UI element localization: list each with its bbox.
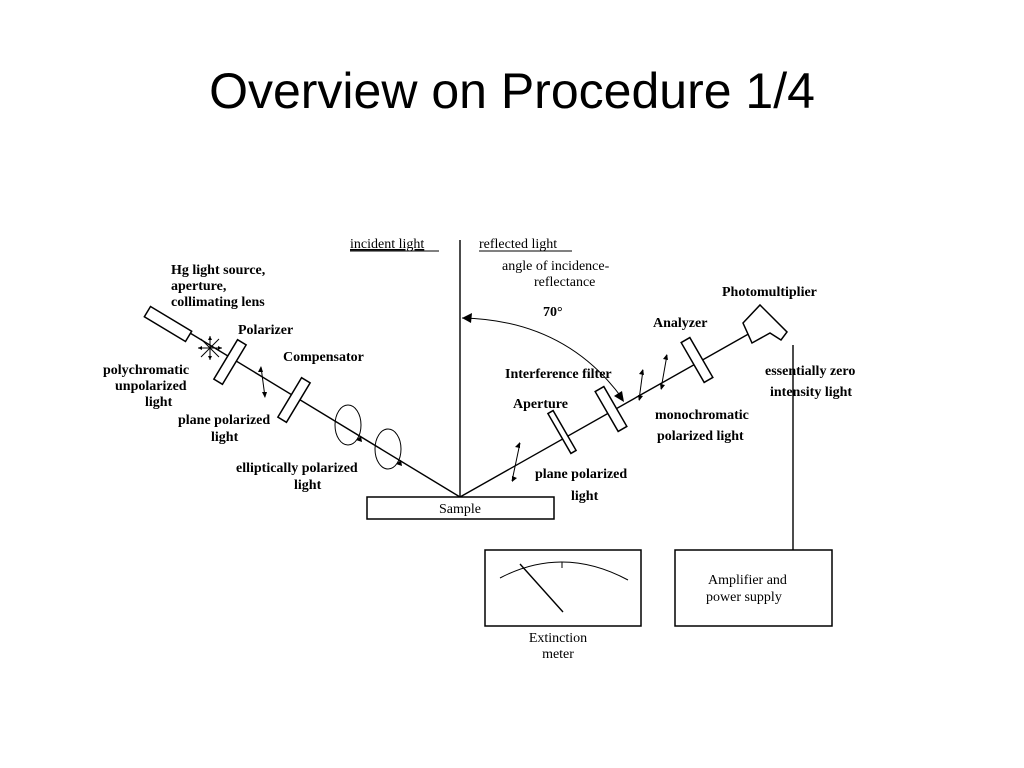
elliptical-polarization-left <box>334 404 362 446</box>
meter-needle <box>519 563 564 613</box>
angle-arc-arrowhead-right <box>614 391 624 402</box>
monochromatic-arrow-2 <box>660 354 668 390</box>
analyzer-label: Analyzer <box>653 316 707 331</box>
polarizer <box>212 338 248 386</box>
polarizer-label: Polarizer <box>238 323 293 338</box>
unpolarized-light-icon <box>198 336 222 360</box>
interference-filter-label: Interference filter <box>505 367 612 382</box>
amplifier-label-line2: power supply <box>706 590 782 605</box>
photomultiplier-label: Photomultiplier <box>722 285 817 300</box>
zero-label-line2: intensity light <box>770 385 852 400</box>
monochromatic-arrow-1 <box>638 369 644 401</box>
source-label-line2: aperture, <box>171 279 226 294</box>
source-label-line1: Hg light source, <box>171 263 265 278</box>
plane-right-label-line1: plane polarized <box>535 467 627 482</box>
reflected-light-label: reflected light <box>479 237 557 252</box>
slide-title: Overview on Procedure 1/4 <box>209 63 815 119</box>
extinction-meter-box <box>484 549 642 627</box>
poly-label-line3: light <box>145 395 173 410</box>
angle-value-label: 70° <box>543 305 563 320</box>
interference-filter <box>594 385 628 433</box>
compensator-label: Compensator <box>283 350 364 365</box>
photomultiplier <box>742 303 788 345</box>
amplifier-box <box>674 549 833 627</box>
compensator <box>276 376 312 424</box>
mono-label-line1: monochromatic <box>655 408 749 423</box>
analyzer <box>680 336 714 384</box>
poly-label-line2: unpolarized <box>115 379 187 394</box>
angle-arc <box>461 317 623 399</box>
source-label-line3: collimating lens <box>171 295 265 310</box>
plane-polarized-arrow-right <box>511 442 521 482</box>
elliptical-polarization-right <box>374 428 402 470</box>
plane-polarized-arrow-left <box>258 366 267 398</box>
mono-label-line2: polarized light <box>657 429 744 444</box>
plane-left-label-line1: plane polarized <box>178 413 270 428</box>
light-source <box>143 305 193 343</box>
meter-label-line2: meter <box>542 647 574 662</box>
aperture-label: Aperture <box>513 397 568 412</box>
angle-label-line1: angle of incidence- <box>502 259 610 274</box>
plane-right-label-line2: light <box>571 489 599 504</box>
meter-label-line1: Extinction <box>529 631 587 646</box>
plane-left-label-line2: light <box>211 430 239 445</box>
zero-label-line1: essentially zero <box>765 364 855 379</box>
poly-label-line1: polychromatic <box>103 363 189 378</box>
amplifier-label-line1: Amplifier and <box>708 573 787 588</box>
sample-label: Sample <box>439 502 481 517</box>
angle-label-line2: reflectance <box>534 275 595 290</box>
aperture <box>546 409 578 455</box>
angle-arc-arrowhead <box>462 313 472 323</box>
elliptic-label-line2: light <box>294 478 322 493</box>
elliptic-label-line1: elliptically polarized <box>236 461 358 476</box>
meter-scale-arc <box>499 561 629 581</box>
sample-block <box>366 496 555 520</box>
incident-light-label: incident light <box>350 237 424 252</box>
